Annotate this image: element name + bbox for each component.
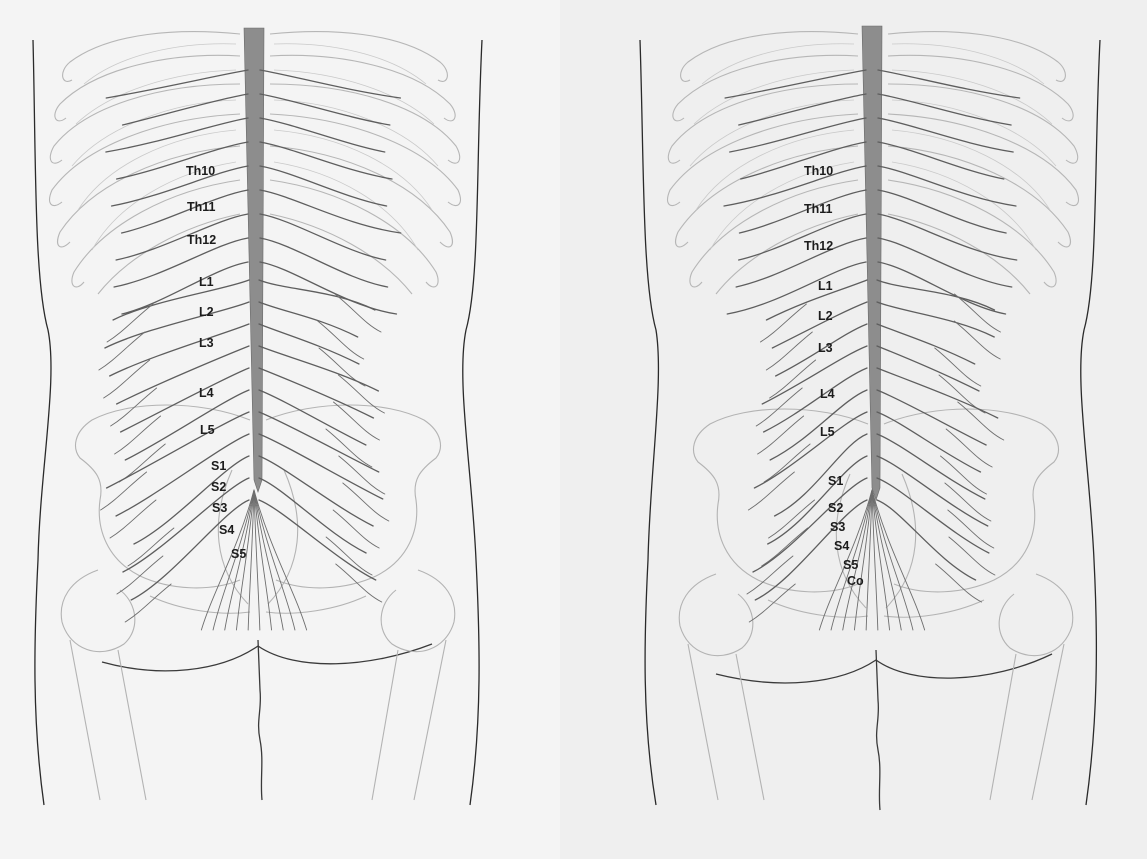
label-l5: L5 <box>200 423 215 437</box>
label-s3: S3 <box>830 520 845 534</box>
label-s5: S5 <box>231 547 246 561</box>
label-l4: L4 <box>820 387 835 401</box>
label-s3: S3 <box>212 501 227 515</box>
label-l2: L2 <box>818 309 833 323</box>
label-co: Co <box>847 574 864 588</box>
label-l5: L5 <box>820 425 835 439</box>
label-l1: L1 <box>818 279 833 293</box>
label-l1: L1 <box>199 275 214 289</box>
label-th11: Th11 <box>804 202 833 216</box>
label-l3: L3 <box>199 336 214 350</box>
label-s4: S4 <box>834 539 849 553</box>
label-s4: S4 <box>219 523 234 537</box>
label-s1: S1 <box>211 459 226 473</box>
label-l3: L3 <box>818 341 833 355</box>
label-th10: Th10 <box>186 164 215 178</box>
label-s5: S5 <box>843 558 858 572</box>
label-l4: L4 <box>199 386 214 400</box>
label-th12: Th12 <box>187 233 216 247</box>
label-l2: L2 <box>199 305 214 319</box>
label-s2: S2 <box>211 480 226 494</box>
right-shading <box>560 0 1147 859</box>
label-th11: Th11 <box>187 200 216 214</box>
label-s1: S1 <box>828 474 843 488</box>
label-s2: S2 <box>828 501 843 515</box>
label-th12: Th12 <box>804 239 833 253</box>
label-th10: Th10 <box>804 164 833 178</box>
